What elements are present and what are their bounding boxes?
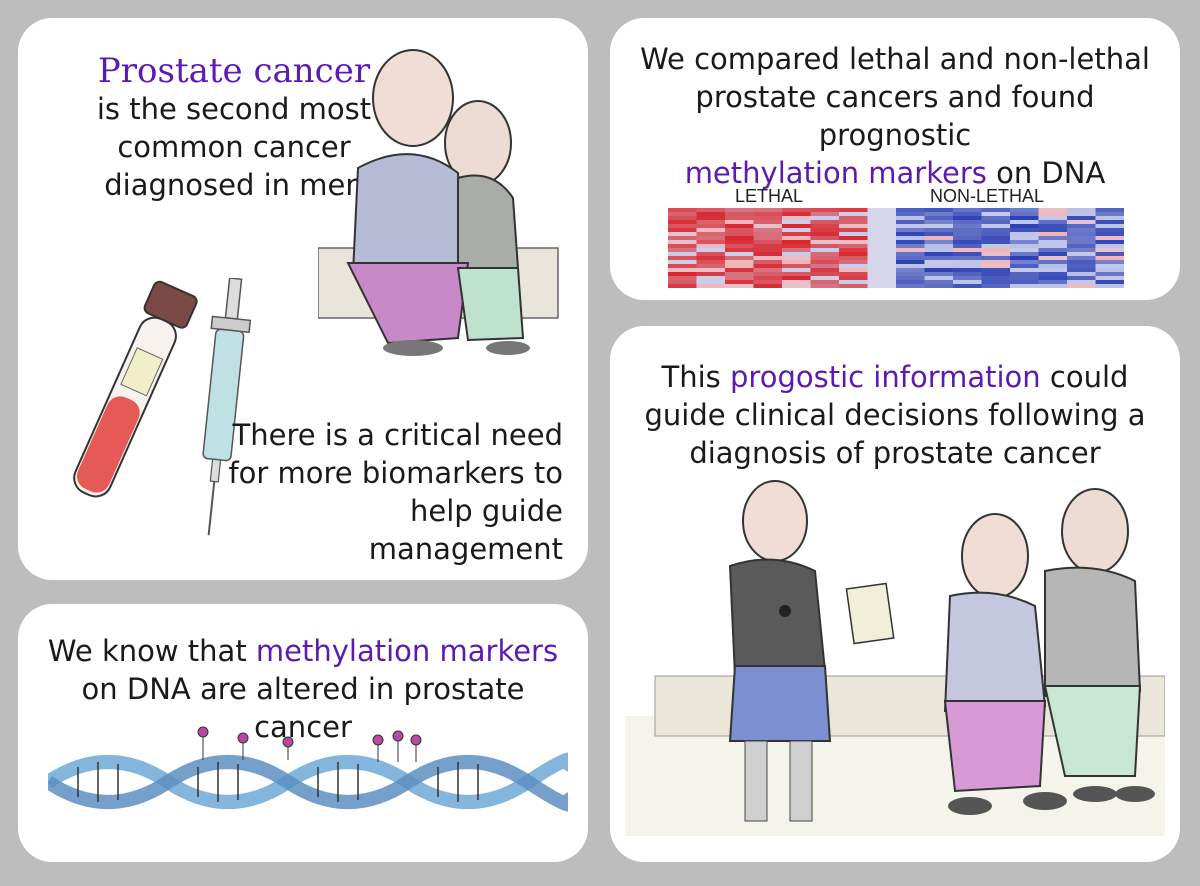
- panel-comparison: We compared lethal and non-lethal prosta…: [610, 18, 1180, 300]
- panel3-line1: We compared lethal and non-lethal: [640, 42, 1150, 76]
- prognostic-information-highlight: progostic information: [730, 360, 1041, 394]
- blood-tube-illustration: [73, 280, 198, 498]
- panel-prognostic-information: This progostic information could guide c…: [610, 326, 1180, 862]
- panel3-methylation-highlight: methylation markers: [684, 156, 987, 190]
- panel4-line1-tail: could: [1049, 360, 1129, 394]
- panel1-line3: diagnosed in men: [104, 168, 364, 202]
- doctor-patient-illustration: [625, 480, 1165, 836]
- methylation-markers-highlight: methylation markers: [255, 634, 559, 668]
- need-line1: There is a critical need: [232, 418, 563, 452]
- nonlethal-label: NON-LETHAL: [930, 186, 1045, 206]
- panel2-line2: on DNA are altered in prostate cancer: [81, 672, 525, 744]
- panel-prostate-cancer: Prostate cancer is the second most commo…: [18, 18, 588, 580]
- panel3-line2: prostate cancers and found prognostic: [695, 80, 1095, 152]
- panel1-line1: is the second most: [96, 92, 372, 126]
- prostate-cancer-title: Prostate cancer: [97, 51, 371, 91]
- need-line2: for more biomarkers to: [228, 456, 563, 490]
- panel3-line3-tail: on DNA: [996, 156, 1106, 190]
- panel3-text: We compared lethal and non-lethal prosta…: [620, 40, 1170, 192]
- syringe-illustration: [202, 278, 252, 536]
- methylation-heatmap: [668, 208, 1124, 288]
- panel1-need-text: There is a critical need for more biomar…: [208, 416, 563, 568]
- panel4-line3: diagnosis of prostate cancer: [689, 436, 1101, 470]
- panel1-line2: common cancer: [117, 130, 351, 164]
- need-line3: help guide management: [368, 494, 563, 566]
- panel4-text: This progostic information could guide c…: [620, 358, 1170, 472]
- panel4-line1-head: This: [661, 360, 721, 394]
- lethal-label: LETHAL: [735, 186, 804, 206]
- panel-methylation-markers: We know that methylation markers on DNA …: [18, 604, 588, 862]
- dna-helix-illustration: [48, 726, 568, 812]
- panel4-line2: guide clinical decisions following a: [644, 398, 1146, 432]
- panel1-text: Prostate cancer is the second most commo…: [84, 52, 384, 204]
- panel2-text: We know that methylation markers on DNA …: [38, 632, 568, 746]
- panel2-line1: We know that: [47, 634, 247, 668]
- couple-illustration: [318, 49, 559, 356]
